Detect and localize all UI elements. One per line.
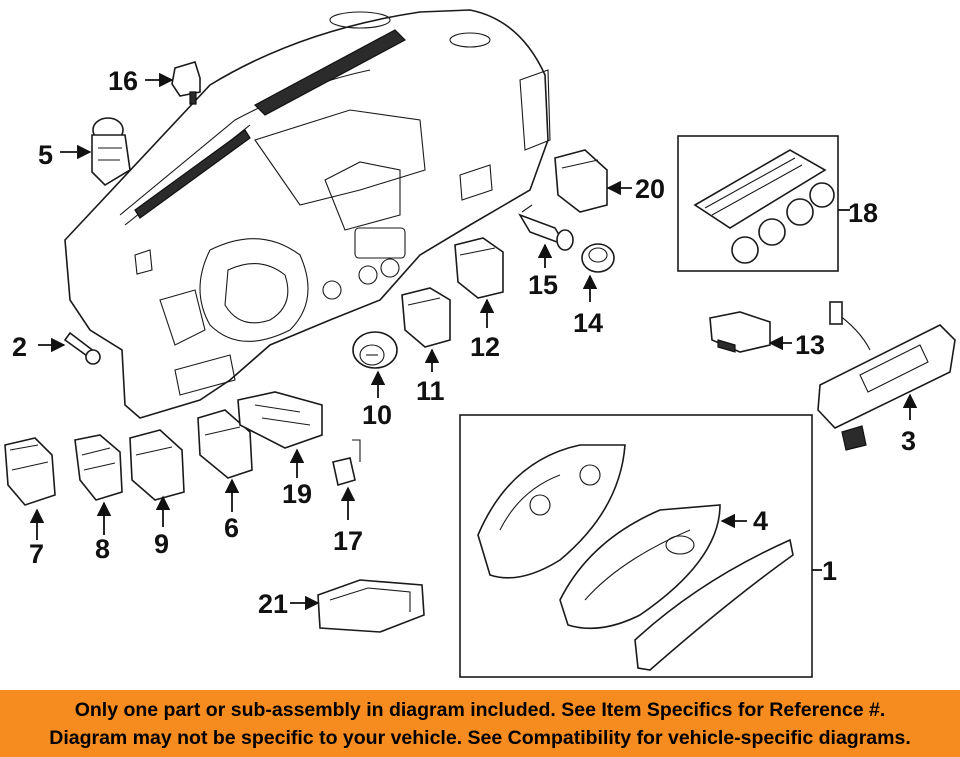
part-15-power-outlet (518, 204, 574, 251)
part-19-hazard-switch (237, 391, 323, 449)
part-1-instrument-cluster (477, 444, 794, 671)
callout-10: 10 (362, 400, 392, 430)
part-3-switch-panel (817, 301, 956, 451)
part-6-switch (197, 409, 253, 479)
callout-12: 12 (470, 332, 500, 362)
part-10-headlamp-switch (352, 331, 398, 369)
part-8-switch (74, 434, 123, 501)
part-20-switch (554, 149, 608, 213)
callout-6: 6 (224, 513, 239, 543)
part-11-switch (401, 287, 451, 348)
callout-5: 5 (38, 140, 53, 170)
callout-8: 8 (95, 534, 110, 564)
instrument-panel (64, 9, 551, 419)
part-5-ignition-switch (91, 117, 131, 187)
disclaimer-line-1: Only one part or sub-assembly in diagram… (74, 699, 886, 721)
callout-9: 9 (154, 529, 169, 559)
part-16-switch (171, 61, 201, 105)
part-9-switch (129, 429, 185, 501)
callout-18: 18 (848, 198, 878, 228)
callout-14: 14 (573, 308, 603, 338)
disclaimer-line-2: Diagram may not be specific to your vehi… (49, 727, 911, 749)
callout-15: 15 (528, 270, 558, 300)
callout-20: 20 (635, 174, 665, 204)
callout-21: 21 (258, 589, 288, 619)
callout-13: 13 (795, 330, 825, 360)
callout-4: 4 (753, 506, 768, 536)
callout-2: 2 (12, 332, 27, 362)
part-14-lighter (581, 243, 615, 273)
disclaimer-banner: Only one part or sub-assembly in diagram… (0, 690, 960, 757)
callout-11: 11 (416, 376, 445, 406)
part-2-screw (63, 331, 101, 365)
part-21-bracket (317, 579, 425, 633)
callout-7: 7 (29, 539, 44, 569)
parts-diagram: 16 5 2 7 8 9 6 19 (4, 9, 956, 678)
callout-3: 3 (901, 426, 916, 456)
part-17-sensor (332, 439, 361, 487)
part-12-switch (454, 237, 504, 299)
part-18-climate-control (693, 149, 835, 264)
part-7-switch (4, 437, 56, 506)
callout-16: 16 (108, 66, 138, 96)
callout-19: 19 (282, 479, 312, 509)
part-13-switch (709, 311, 771, 353)
callout-17: 17 (333, 526, 363, 556)
callout-1: 1 (822, 556, 837, 586)
